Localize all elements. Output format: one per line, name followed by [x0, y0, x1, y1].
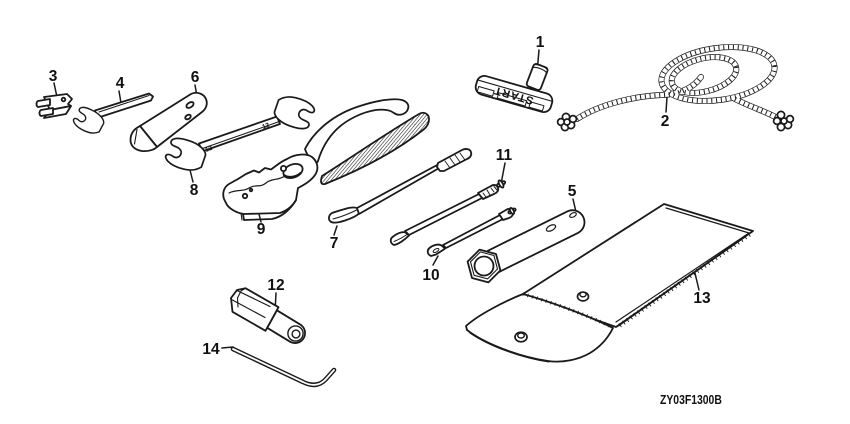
- svg-text:5: 5: [568, 183, 577, 200]
- svg-text:9: 9: [257, 221, 266, 238]
- svg-text:7: 7: [330, 235, 339, 252]
- svg-text:2: 2: [661, 113, 670, 130]
- svg-text:4: 4: [116, 75, 125, 92]
- svg-text:10: 10: [422, 267, 439, 284]
- svg-text:ZY03F1300B: ZY03F1300B: [660, 393, 722, 407]
- svg-text:8: 8: [190, 182, 199, 199]
- svg-text:12: 12: [261, 122, 271, 131]
- svg-text:13: 13: [693, 290, 711, 307]
- svg-text:11: 11: [496, 147, 513, 164]
- svg-text:6: 6: [191, 69, 200, 86]
- svg-text:14: 14: [202, 341, 220, 358]
- svg-text:3: 3: [49, 68, 58, 85]
- svg-text:12: 12: [204, 145, 214, 154]
- svg-text:1: 1: [536, 34, 545, 51]
- svg-text:12: 12: [267, 277, 284, 294]
